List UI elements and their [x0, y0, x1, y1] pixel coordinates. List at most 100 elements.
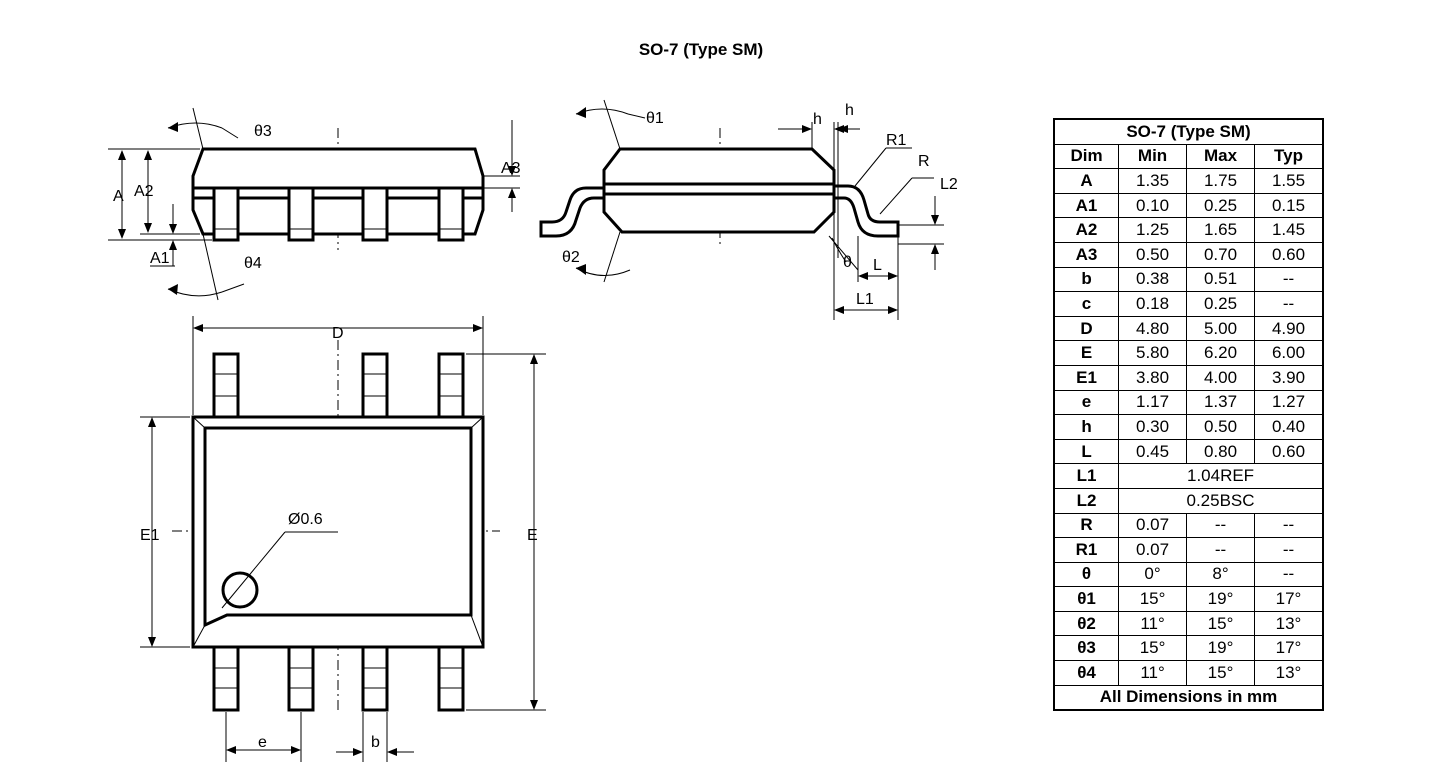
- label-theta1: θ1: [646, 110, 664, 127]
- table-cell-dim: θ3: [1053, 635, 1120, 662]
- table-cell-value: 0.25: [1186, 291, 1255, 317]
- label-h-right: h: [845, 102, 854, 119]
- table-cell-value: 13°: [1254, 660, 1324, 686]
- side-view: θ3 A A2 A1 θ4 A3: [108, 107, 521, 301]
- table-cell-value: 5.00: [1186, 315, 1255, 342]
- table-cell-value: 5.80: [1118, 340, 1188, 366]
- table-header-cell: Min: [1118, 143, 1188, 170]
- table-cell-value: 1.17: [1118, 389, 1188, 416]
- table-cell-value: 0.70: [1186, 241, 1255, 268]
- page-title: SO-7 (Type SM): [638, 40, 764, 59]
- label-R1: R1: [886, 132, 907, 149]
- table-cell-dim: L: [1053, 438, 1120, 465]
- table-cell-value: 11°: [1118, 660, 1188, 686]
- table-cell-dim: L1: [1053, 463, 1120, 489]
- table-cell-dim: E: [1053, 340, 1120, 366]
- table-cell-value: 1.65: [1186, 217, 1255, 243]
- label-D: D: [332, 325, 344, 342]
- table-cell-value: 11°: [1118, 610, 1188, 637]
- table-cell-value: 4.00: [1186, 364, 1255, 391]
- table-cell-value: 1.55: [1254, 168, 1324, 194]
- table-cell-value: 17°: [1254, 586, 1324, 612]
- table-cell-value: 8°: [1186, 561, 1255, 588]
- table-cell-dim: A2: [1053, 217, 1120, 243]
- label-theta4: θ4: [244, 255, 262, 272]
- table-cell-value: --: [1254, 512, 1324, 539]
- label-theta2: θ2: [562, 249, 580, 266]
- label-e: e: [258, 734, 267, 751]
- table-cell-value: 0.50: [1186, 414, 1255, 440]
- label-h-left: h: [813, 111, 822, 128]
- table-cell-value: --: [1254, 561, 1324, 588]
- table-cell-value: --: [1254, 291, 1324, 317]
- table-header-cell: Max: [1186, 143, 1255, 170]
- table-cell-value: 0.45: [1118, 438, 1188, 465]
- label-E: E: [527, 527, 538, 544]
- label-b: b: [371, 734, 380, 751]
- table-cell-value: 15°: [1186, 660, 1255, 686]
- table-cell-dim: e: [1053, 389, 1120, 416]
- label-L1: L1: [856, 291, 874, 308]
- package-drawing: θ3 A A2 A1 θ4 A3: [108, 99, 958, 762]
- table-cell-value: 1.04REF: [1118, 463, 1324, 489]
- table-cell-value: --: [1254, 537, 1324, 563]
- table-cell-value: --: [1186, 537, 1255, 563]
- table-cell-value: 0.15: [1254, 192, 1324, 219]
- table-cell-value: 15°: [1118, 586, 1188, 612]
- table-cell-value: 1.27: [1254, 389, 1324, 416]
- table-cell-value: 0.50: [1118, 241, 1188, 268]
- end-view: θ1 θ2 h h R1 R L2 θ L L1: [539, 99, 958, 320]
- table-cell-value: 3.80: [1118, 364, 1188, 391]
- table-cell-value: 0.51: [1186, 266, 1255, 293]
- table-cell-value: 15°: [1118, 635, 1188, 662]
- table-header-cell: Dim: [1053, 143, 1120, 170]
- label-A1: A1: [150, 250, 170, 267]
- table-cell-value: 1.45: [1254, 217, 1324, 243]
- table-cell-dim: θ1: [1053, 586, 1120, 612]
- table-cell-dim: h: [1053, 414, 1120, 440]
- table-cell-value: 15°: [1186, 610, 1255, 637]
- label-R: R: [918, 153, 930, 170]
- table-cell-dim: R1: [1053, 537, 1120, 563]
- label-L2: L2: [940, 176, 958, 193]
- table-cell-dim: A: [1053, 168, 1120, 194]
- label-hole: Ø0.6: [288, 511, 323, 528]
- table-cell-value: --: [1254, 266, 1324, 293]
- label-theta3: θ3: [254, 123, 272, 140]
- table-cell-dim: E1: [1053, 364, 1120, 391]
- table-header-cell: Typ: [1254, 143, 1324, 170]
- table-cell-value: 4.90: [1254, 315, 1324, 342]
- table-cell-dim: b: [1053, 266, 1120, 293]
- table-cell-value: 0.07: [1118, 512, 1188, 539]
- label-E1: E1: [140, 527, 160, 544]
- table-cell-value: 0.60: [1254, 241, 1324, 268]
- label-A2: A2: [134, 183, 154, 200]
- table-cell-value: --: [1186, 512, 1255, 539]
- table-cell-value: 3.90: [1254, 364, 1324, 391]
- table-cell-dim: D: [1053, 315, 1120, 342]
- table-cell-dim: L2: [1053, 487, 1120, 514]
- table-cell-value: 0.80: [1186, 438, 1255, 465]
- table-cell-value: 19°: [1186, 635, 1255, 662]
- table-cell-value: 0.40: [1254, 414, 1324, 440]
- table-cell-value: 1.35: [1118, 168, 1188, 194]
- table-cell-value: 1.25: [1118, 217, 1188, 243]
- table-cell-value: 0.25: [1186, 192, 1255, 219]
- label-A3: A3: [501, 160, 521, 177]
